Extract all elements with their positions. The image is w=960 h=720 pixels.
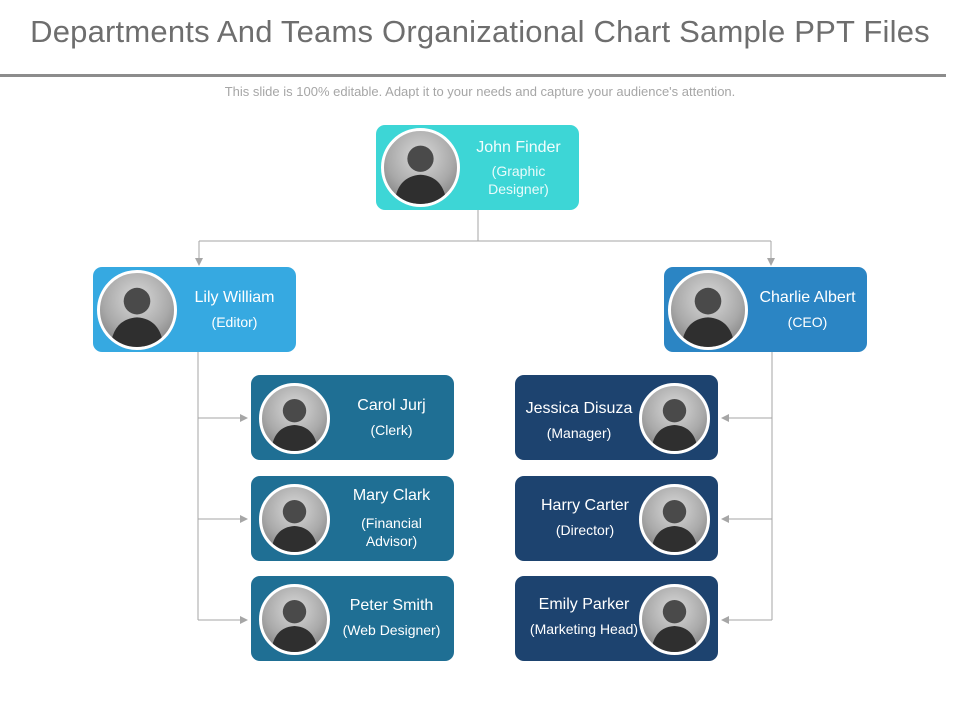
person-photo-icon bbox=[97, 270, 177, 350]
node-jessica-disuza: Jessica Disuza (Manager) bbox=[515, 375, 718, 460]
node-role: (Director) bbox=[555, 522, 615, 538]
node-name: Lily William bbox=[194, 289, 275, 306]
node-lily-william: Lily William (Editor) bbox=[93, 267, 296, 352]
node-mary-clark: Mary Clark (Financial Advisor) bbox=[251, 476, 454, 561]
node-emily-parker: Emily Parker (Marketing Head) bbox=[515, 576, 718, 661]
node-role: (CEO) bbox=[787, 314, 828, 330]
node-john-finder: John Finder (Graphic Designer) bbox=[376, 125, 579, 210]
person-photo-icon bbox=[639, 584, 710, 655]
node-role: (Graphic Designer) bbox=[488, 162, 549, 197]
node-name: Carol Jurj bbox=[357, 397, 426, 414]
person-photo-icon bbox=[639, 484, 710, 555]
node-name: John Finder bbox=[476, 138, 561, 156]
page-subtitle: This slide is 100% editable. Adapt it to… bbox=[224, 84, 736, 99]
person-photo-icon bbox=[381, 128, 460, 207]
page-title: Departments And Teams Organizational Cha… bbox=[30, 14, 930, 49]
person-photo-icon bbox=[668, 270, 748, 350]
node-role: (Manager) bbox=[546, 425, 612, 441]
node-role: (Web Designer) bbox=[342, 622, 441, 638]
person-photo-icon bbox=[259, 584, 330, 655]
node-peter-smith: Peter Smith (Web Designer) bbox=[251, 576, 454, 661]
node-name: Mary Clark bbox=[352, 487, 431, 504]
person-photo-icon bbox=[639, 383, 710, 454]
node-charlie-albert: Charlie Albert (CEO) bbox=[664, 267, 867, 352]
node-name: Charlie Albert bbox=[759, 289, 856, 306]
node-name: Peter Smith bbox=[349, 597, 434, 614]
node-role: (Editor) bbox=[211, 314, 258, 330]
node-name: Jessica Disuza bbox=[525, 400, 633, 417]
node-name: Emily Parker bbox=[538, 596, 630, 613]
person-photo-icon bbox=[259, 484, 330, 555]
title-divider bbox=[0, 74, 946, 77]
node-harry-carter: Harry Carter (Director) bbox=[515, 476, 718, 561]
node-role: (Marketing Head) bbox=[529, 621, 639, 637]
person-photo-icon bbox=[259, 383, 330, 454]
node-carol-jurj: Carol Jurj (Clerk) bbox=[251, 375, 454, 460]
node-role: (Financial Advisor) bbox=[361, 515, 422, 549]
node-name: Harry Carter bbox=[540, 497, 629, 514]
node-role: (Clerk) bbox=[370, 422, 413, 438]
